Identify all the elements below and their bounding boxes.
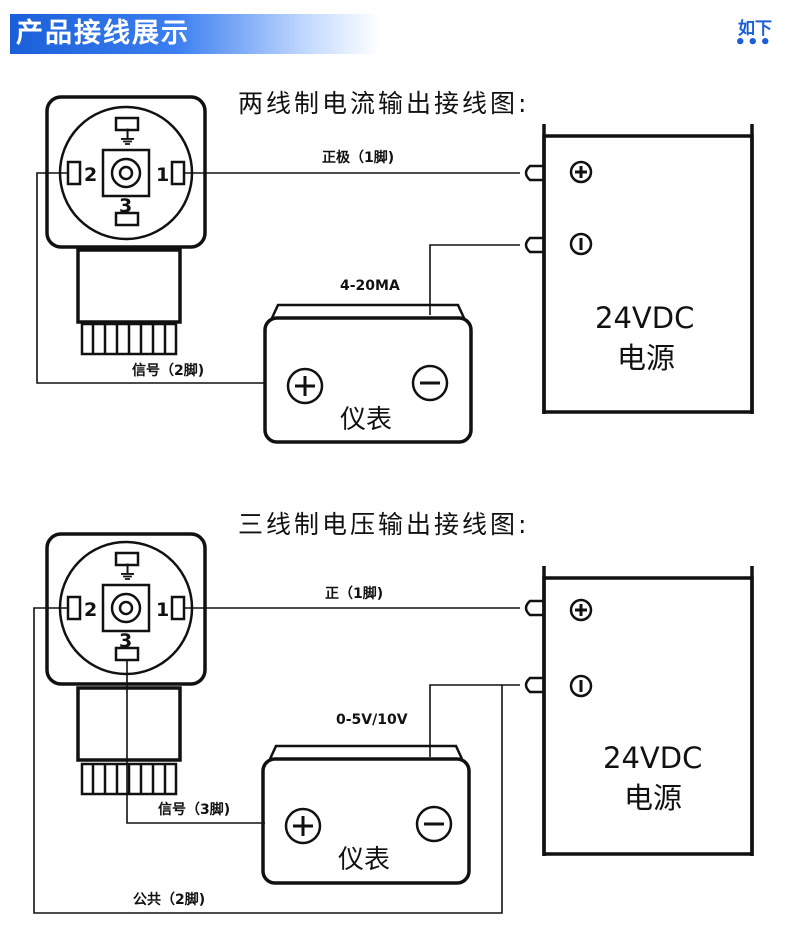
wire-positive-label: 正（1脚) xyxy=(325,586,383,602)
diagram-three-wire: 三线制电压输出接线图: 1 2 3 ⏚ 正（1脚) 信号（3脚) xyxy=(33,510,754,914)
connector-plug: 1 2 3 ⏚ xyxy=(45,95,207,356)
supply-name-label: 电源 xyxy=(617,341,675,375)
pin-1-label: 1 xyxy=(156,599,169,621)
wire-positive-label: 正极（1脚) xyxy=(322,149,394,166)
plus-circle-icon xyxy=(569,598,593,622)
pin-3-label: 3 xyxy=(119,195,132,217)
header-title-bar xyxy=(10,14,380,54)
page-title: 产品接线展示 xyxy=(16,18,190,49)
supply-name-label: 电源 xyxy=(624,781,682,815)
wire-signal xyxy=(36,172,265,384)
power-supply: 24VDC 电源 xyxy=(524,566,754,856)
wire-signal xyxy=(126,660,265,824)
wire-signal-label: 信号（3脚) xyxy=(158,801,230,818)
wire-voltage xyxy=(429,684,502,757)
meter-label: 仪表 xyxy=(340,405,392,435)
meter-device: 仪表 xyxy=(261,744,471,885)
wire-signal-label: 信号（2脚) xyxy=(132,362,204,379)
minus-circle-icon xyxy=(415,805,453,843)
wire-common-label: 公共（2脚) xyxy=(133,891,205,908)
wire-current-label: 4-20MA xyxy=(340,278,400,294)
ground-icon: ⏚ xyxy=(118,562,137,584)
more-link[interactable]: 如下 xyxy=(738,19,772,39)
diagram-title: 三线制电压输出接线图: xyxy=(238,510,529,539)
minus-circle-icon xyxy=(569,674,593,698)
diagram-title: 两线制电流输出接线图: xyxy=(238,89,529,118)
plus-circle-icon xyxy=(569,160,593,184)
ground-icon: ⏚ xyxy=(118,127,137,149)
pin-3-label: 3 xyxy=(119,630,132,652)
pin-2-label: 2 xyxy=(84,164,97,186)
wire-voltage-label: 0-5V/10V xyxy=(336,712,408,728)
plus-circle-icon xyxy=(284,807,322,845)
pin-2-label: 2 xyxy=(84,599,97,621)
connector-plug: 1 2 3 ⏚ xyxy=(45,532,207,796)
header-banner: 产品接线展示 如下 ••• xyxy=(0,0,790,66)
diagram-two-wire: 两线制电流输出接线图: 1 2 3 ⏚ xyxy=(36,89,754,444)
meter-device: 仪表 xyxy=(263,303,473,444)
pin-1-label: 1 xyxy=(156,164,169,186)
more-dots-icon[interactable]: ••• xyxy=(734,32,772,53)
plus-circle-icon xyxy=(286,367,324,405)
wire-current-loop xyxy=(429,244,520,315)
supply-voltage-label: 24VDC xyxy=(603,741,702,775)
minus-circle-icon xyxy=(569,232,593,256)
meter-label: 仪表 xyxy=(338,845,390,875)
wire-common xyxy=(33,607,520,914)
supply-voltage-label: 24VDC xyxy=(595,301,694,335)
minus-circle-icon xyxy=(411,364,449,402)
power-supply: 24VDC 电源 xyxy=(524,124,754,414)
